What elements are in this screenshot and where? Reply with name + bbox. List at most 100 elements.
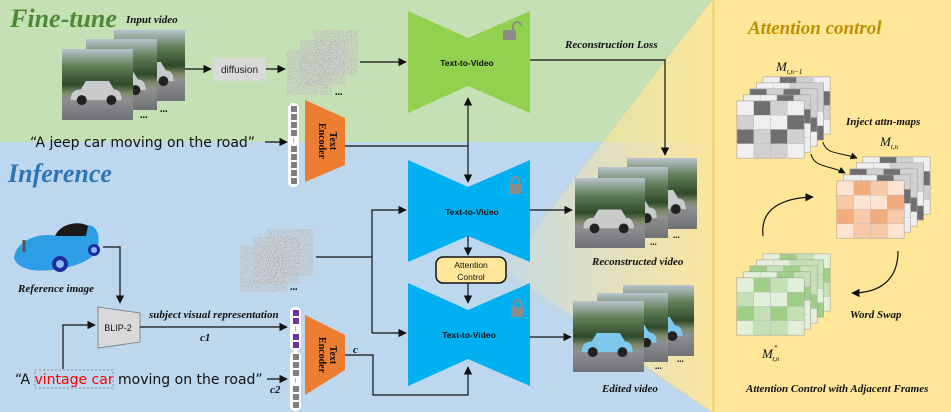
car bbox=[581, 332, 633, 353]
vector-cell bbox=[293, 334, 299, 340]
m-cur-label: Mt,n bbox=[879, 134, 899, 151]
car bbox=[583, 209, 634, 229]
reconstruction-loss-label: Reconstruction Loss bbox=[564, 39, 658, 51]
edited-video-label: Edited video bbox=[601, 383, 658, 395]
t2v-model-finetune bbox=[408, 11, 530, 113]
vector-cell bbox=[291, 130, 297, 136]
diffusion-box bbox=[213, 58, 266, 81]
car bbox=[70, 80, 122, 101]
attention-cell bbox=[836, 223, 854, 239]
vector-cell bbox=[291, 178, 297, 184]
vector-cell bbox=[291, 114, 297, 120]
attention-cell bbox=[870, 195, 888, 210]
vector-cell bbox=[291, 122, 297, 128]
t2v-model-edit bbox=[408, 283, 530, 386]
attention-cell bbox=[753, 292, 771, 307]
noise-frames-finetune bbox=[287, 30, 358, 95]
unlock-icon bbox=[503, 21, 522, 40]
vector-dots bbox=[293, 138, 294, 143]
text-encoder-label: TextEncoder bbox=[316, 123, 338, 160]
attention-cell bbox=[887, 195, 905, 210]
inject-arrow bbox=[810, 153, 846, 174]
wheel bbox=[158, 76, 169, 87]
attention-cell bbox=[770, 320, 788, 336]
attention-cell bbox=[836, 180, 854, 196]
attention-cell bbox=[770, 143, 788, 159]
attention-caption: Attention Control with Adjacent Frames bbox=[745, 383, 928, 395]
diffusion-label: diffusion bbox=[221, 65, 258, 76]
attention-cell bbox=[753, 115, 771, 130]
wheel bbox=[618, 223, 629, 234]
vector-cell bbox=[293, 318, 299, 324]
svr-label: subject visual representation bbox=[148, 309, 279, 321]
ellipsis: ... bbox=[160, 104, 168, 115]
attention-cell bbox=[753, 306, 771, 321]
subject-embedding-vector bbox=[290, 307, 301, 351]
attention-control-label: Attention bbox=[454, 260, 488, 270]
attention-title: Attention control bbox=[747, 18, 882, 39]
attention-cell bbox=[770, 129, 788, 144]
attention-cell bbox=[787, 143, 805, 159]
finetune-title: Fine-tune bbox=[9, 4, 117, 33]
m-star-label: M*t,n bbox=[761, 344, 780, 363]
attention-cell bbox=[753, 100, 771, 116]
inference-title: Inference bbox=[7, 159, 112, 188]
reference-image-label: Reference image bbox=[17, 283, 94, 295]
attention-cell bbox=[753, 320, 771, 336]
wheel bbox=[76, 95, 87, 106]
attention-cell bbox=[887, 180, 905, 196]
attention-cell bbox=[887, 209, 905, 224]
reconstructed-video-frames bbox=[575, 158, 697, 248]
attention-cell bbox=[736, 115, 754, 130]
attention-cell bbox=[836, 195, 854, 210]
c1-label: c1 bbox=[200, 332, 210, 344]
wheel bbox=[667, 331, 678, 342]
attention-cell bbox=[736, 292, 754, 307]
vector-cell bbox=[293, 386, 299, 392]
inject-arrow bbox=[822, 141, 858, 160]
finetune-prompt: “A jeep car moving on the road” bbox=[30, 135, 255, 151]
ellipsis: ... bbox=[655, 361, 662, 371]
ellipsis: ... bbox=[335, 87, 343, 98]
attention-cell bbox=[887, 223, 905, 239]
ellipsis: ... bbox=[673, 230, 680, 240]
wheel bbox=[106, 95, 117, 106]
input-video-frames bbox=[62, 30, 185, 120]
attention-cell bbox=[853, 223, 871, 239]
attention-cell bbox=[853, 195, 871, 210]
vector-cell bbox=[293, 394, 299, 400]
attention-cell bbox=[770, 277, 788, 293]
attention-control-label: Control bbox=[457, 272, 485, 282]
blip2-model bbox=[97, 306, 141, 349]
input-video-label: Input video bbox=[125, 14, 178, 26]
vector-cell bbox=[291, 170, 297, 176]
edited-video-frames bbox=[573, 285, 694, 372]
vector-cell bbox=[291, 106, 297, 112]
cycle-arrow bbox=[762, 193, 814, 237]
attention-cell bbox=[753, 143, 771, 159]
attention-cell bbox=[736, 129, 754, 144]
word-swap-label: Word Swap bbox=[850, 309, 902, 321]
wheel bbox=[617, 347, 628, 358]
attention-cell bbox=[787, 100, 805, 116]
attention-control-block bbox=[435, 256, 507, 284]
c2-label: c2 bbox=[270, 384, 281, 396]
ellipsis: ... bbox=[290, 282, 298, 293]
edited-word: vintage car bbox=[34, 372, 113, 388]
wheel bbox=[587, 347, 598, 358]
text-encoder-finetune bbox=[305, 100, 345, 182]
blip2-label: BLIP-2 bbox=[104, 323, 132, 333]
attention-cell bbox=[736, 320, 754, 336]
ellipsis: ... bbox=[650, 237, 657, 247]
attention-cell bbox=[736, 277, 754, 293]
vector-cell bbox=[291, 154, 297, 160]
lock-icon bbox=[509, 176, 522, 194]
inference-prompt: “A vintage car moving on the road” bbox=[15, 372, 263, 388]
attention-cell bbox=[787, 115, 805, 130]
ellipsis: ... bbox=[140, 110, 148, 121]
vector-cell bbox=[291, 146, 297, 152]
ellipsis: ... bbox=[677, 354, 684, 364]
vector-cell bbox=[293, 402, 299, 408]
